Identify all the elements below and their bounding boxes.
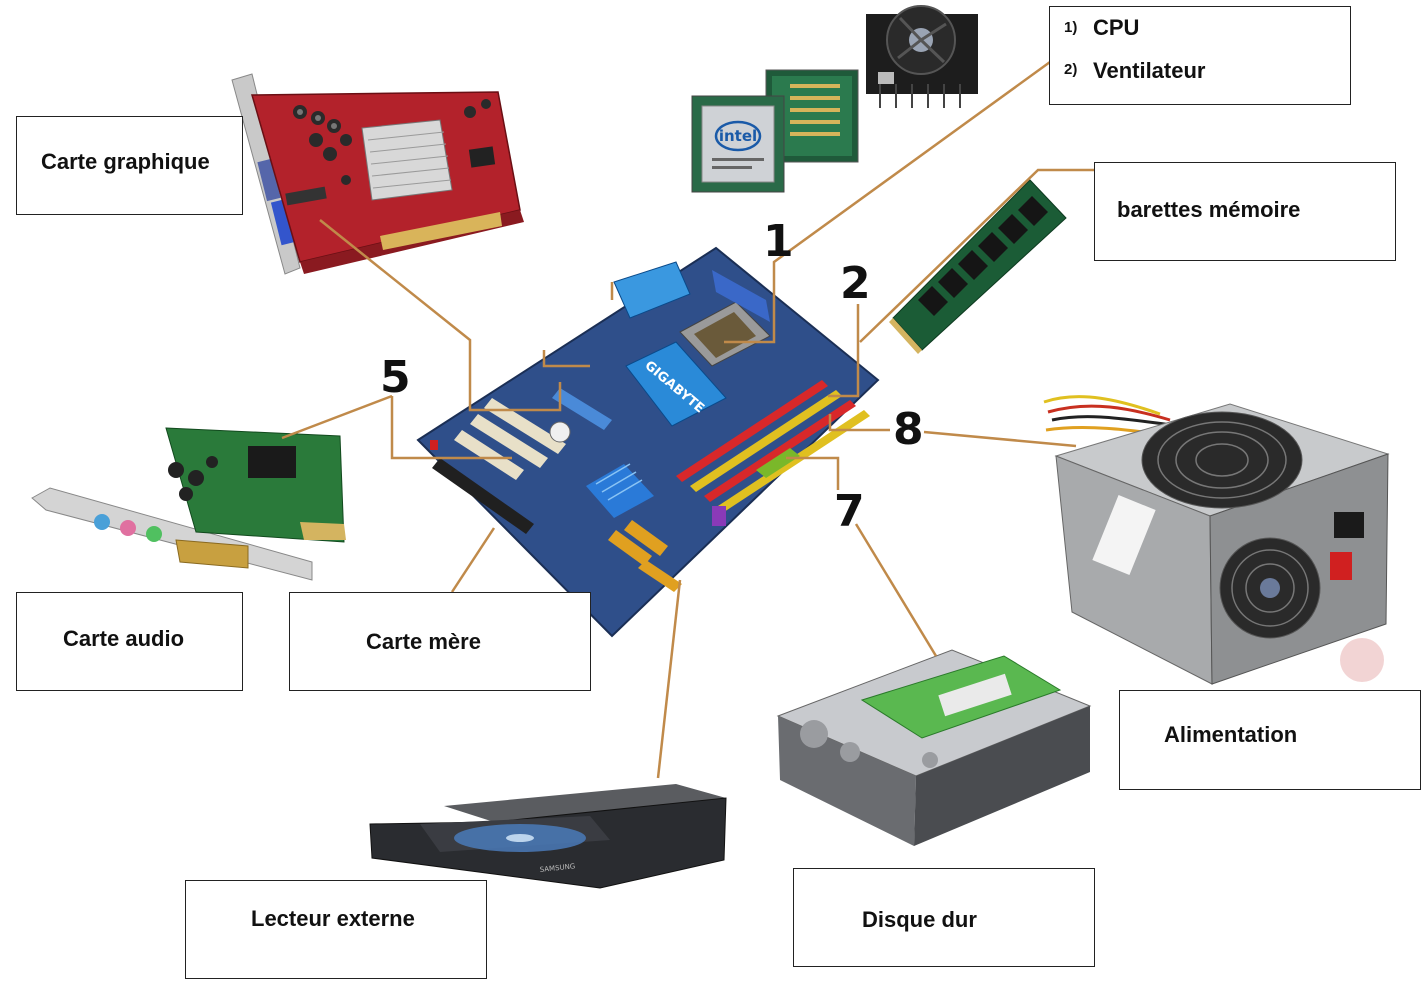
number-8: 8 [893, 404, 924, 455]
number-1: 1 [763, 216, 794, 267]
label-graphics-card: Carte graphique [16, 116, 243, 215]
number-2: 2 [840, 258, 871, 309]
connector-psu-slot [828, 414, 890, 432]
connector-odd [656, 579, 682, 779]
connector-motherboard [450, 527, 496, 593]
motherboard-image: GIGABYTE [416, 246, 880, 638]
ram-stick-image [889, 179, 1067, 354]
power-supply-image [1043, 395, 1390, 685]
connector-ide [786, 456, 840, 490]
label-power-supply: Alimentation [1119, 690, 1421, 790]
cpu-item-1-text: CPU [1093, 15, 1140, 40]
label-graphics-card-text: Carte graphique [41, 149, 210, 174]
cpu-item-1-number: 1) [1064, 19, 1078, 36]
label-optical-drive-text: Lecteur externe [251, 906, 415, 931]
connector-tick-1 [542, 350, 590, 368]
label-memory-text: barettes mémoire [1117, 197, 1301, 222]
number-5: 5 [380, 352, 411, 403]
label-power-supply-text: Alimentation [1164, 722, 1298, 747]
connector-ram-slot [828, 304, 860, 398]
label-audio-card-text: Carte audio [63, 626, 185, 651]
cpu-item-2-number: 2) [1064, 61, 1078, 78]
label-motherboard: Carte mère [289, 592, 591, 691]
cpu-brand-text: intel [719, 127, 757, 145]
label-memory: barettes mémoire [1094, 162, 1396, 261]
cpu-item-2-text: Ventilateur [1093, 58, 1206, 83]
connector-cpu [724, 60, 1051, 344]
label-motherboard-text: Carte mère [366, 629, 481, 654]
label-optical-drive: Lecteur externe [185, 880, 487, 979]
sound-card-image [31, 427, 346, 581]
connector-lines [281, 60, 1094, 779]
number-7: 7 [834, 486, 865, 537]
cpu-fan-image [866, 5, 978, 108]
label-cpu-list: 1) CPU 2) Ventilateur [1049, 6, 1351, 105]
connector-ram [859, 168, 1094, 343]
hard-drive-image [776, 649, 1092, 846]
odd-brand-text: SAMSUNG [539, 862, 575, 874]
connector-audio [281, 394, 393, 440]
connector-pci [390, 396, 512, 460]
cpu-image: intel [691, 69, 859, 193]
optical-drive-image: SAMSUNG [369, 784, 727, 889]
label-hard-drive: Disque dur [793, 868, 1095, 967]
graphics-card-image [231, 73, 524, 275]
label-audio-card: Carte audio [16, 592, 243, 691]
label-hard-drive-text: Disque dur [862, 907, 977, 932]
connector-gpu [319, 219, 562, 412]
connector-psu [923, 430, 1077, 448]
connector-hdd [854, 523, 938, 657]
